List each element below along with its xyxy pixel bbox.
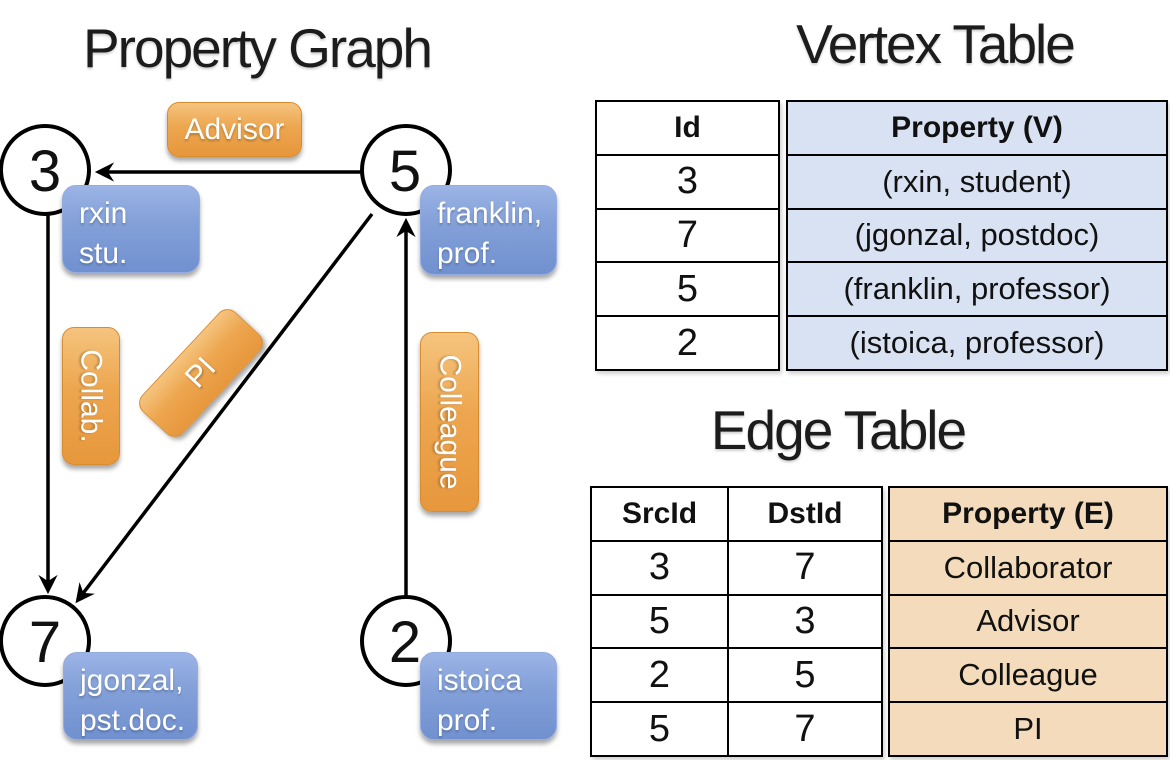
edge-table-property-header: Property (E) bbox=[942, 496, 1114, 530]
vertex-property-line2: prof. bbox=[437, 236, 498, 270]
edge-table-title: Edge Table bbox=[710, 399, 967, 461]
edge-table-row: 3 7 bbox=[592, 539, 881, 594]
vertex-table-property-cell: (jgonzal, postdoc) bbox=[788, 207, 1166, 262]
edge-label-advisor: Advisor bbox=[167, 102, 302, 157]
edge-table-srcid-cell: 3 bbox=[592, 541, 729, 594]
vertex-property-line2: stu. bbox=[79, 236, 128, 270]
vertex-table-property-column: Property (V) (rxin, student) (jgonzal, p… bbox=[786, 100, 1168, 371]
vertex-property-line2: prof. bbox=[437, 703, 498, 737]
edge-table-row: 5 3 bbox=[592, 593, 881, 648]
vertex-table-title: Vertex Table bbox=[796, 13, 1076, 75]
edge-table-srcid-cell: 2 bbox=[592, 649, 729, 702]
vertex-table-id-cell: 2 bbox=[597, 315, 778, 369]
edge-table-property-cell: Colleague bbox=[890, 647, 1166, 701]
vertex-id-label-3: 3 bbox=[29, 139, 61, 204]
vertex-id-label-5: 5 bbox=[389, 139, 421, 204]
edge-table-property-column: Property (E) Collaborator Advisor Collea… bbox=[888, 486, 1168, 757]
vertex-property-line1: franklin, bbox=[437, 197, 543, 230]
vertex-property-label-5: franklin, prof. bbox=[420, 185, 557, 275]
property-graph-title: Property Graph bbox=[82, 17, 433, 79]
edge-table-row: 5 7 bbox=[592, 701, 881, 755]
vertex-table-property-cell: (rxin, student) bbox=[788, 153, 1166, 208]
vertex-table-id-cell: 7 bbox=[597, 207, 778, 262]
edge-label-colleague: Colleague bbox=[420, 332, 479, 512]
edge-label-advisor-text: Advisor bbox=[184, 112, 285, 146]
vertex-property-line2: pst.doc. bbox=[80, 703, 186, 737]
vertex-table-id-column: Id 3 7 5 2 bbox=[595, 100, 780, 371]
vertex-table-property-header: Property (V) bbox=[891, 110, 1063, 144]
edge-table-srcid-header: SrcId bbox=[592, 488, 729, 540]
edge-line-pi-5-to-7 bbox=[75, 212, 374, 604]
edge-table-dstid-cell: 7 bbox=[794, 546, 816, 589]
edge-table-dstid-header: DstId bbox=[767, 496, 843, 530]
vertex-table-id-header: Id bbox=[674, 110, 701, 144]
vertex-property-line1: istoica bbox=[437, 664, 523, 697]
edge-table-dstid-cell: 5 bbox=[794, 653, 816, 696]
vertex-property-label-2: istoica prof. bbox=[420, 652, 557, 740]
edge-table-property-cell: Collaborator bbox=[890, 539, 1166, 594]
edge-table-header-row: SrcId DstId bbox=[592, 488, 881, 540]
edge-table-srcid-cell: 5 bbox=[592, 703, 729, 755]
edge-table-property-cell: Advisor bbox=[890, 593, 1166, 648]
edge-table-dstid-cell: 3 bbox=[794, 599, 816, 642]
edge-table-id-columns: SrcId DstId 3 7 5 3 2 5 5 7 bbox=[590, 486, 883, 757]
vertex-table-property-cell: (franklin, professor) bbox=[788, 261, 1166, 315]
vertex-table-id-cell: 5 bbox=[597, 261, 778, 315]
vertex-id-label-2: 2 bbox=[389, 610, 421, 675]
edge-label-collab-text: Collab. bbox=[75, 349, 109, 443]
edge-label-collab: Collab. bbox=[62, 327, 120, 465]
vertex-property-line1: jgonzal, bbox=[80, 664, 184, 697]
vertex-property-line1: rxin bbox=[79, 197, 128, 230]
edge-table-dstid-cell: 7 bbox=[794, 707, 816, 750]
edge-table-row: 2 5 bbox=[592, 647, 881, 702]
vertex-table-property-cell: (istoica, professor) bbox=[788, 315, 1166, 369]
vertex-table-id-cell: 3 bbox=[597, 153, 778, 208]
edge-label-colleague-text: Colleague bbox=[433, 354, 467, 490]
vertex-property-label-7: jgonzal, pst.doc. bbox=[63, 652, 198, 740]
vertex-property-label-3: rxin stu. bbox=[62, 185, 200, 273]
vertex-id-label-7: 7 bbox=[29, 610, 61, 675]
edge-label-pi-text: PI bbox=[178, 351, 223, 395]
edge-table-property-cell: PI bbox=[890, 701, 1166, 755]
edge-table-srcid-cell: 5 bbox=[592, 595, 729, 648]
